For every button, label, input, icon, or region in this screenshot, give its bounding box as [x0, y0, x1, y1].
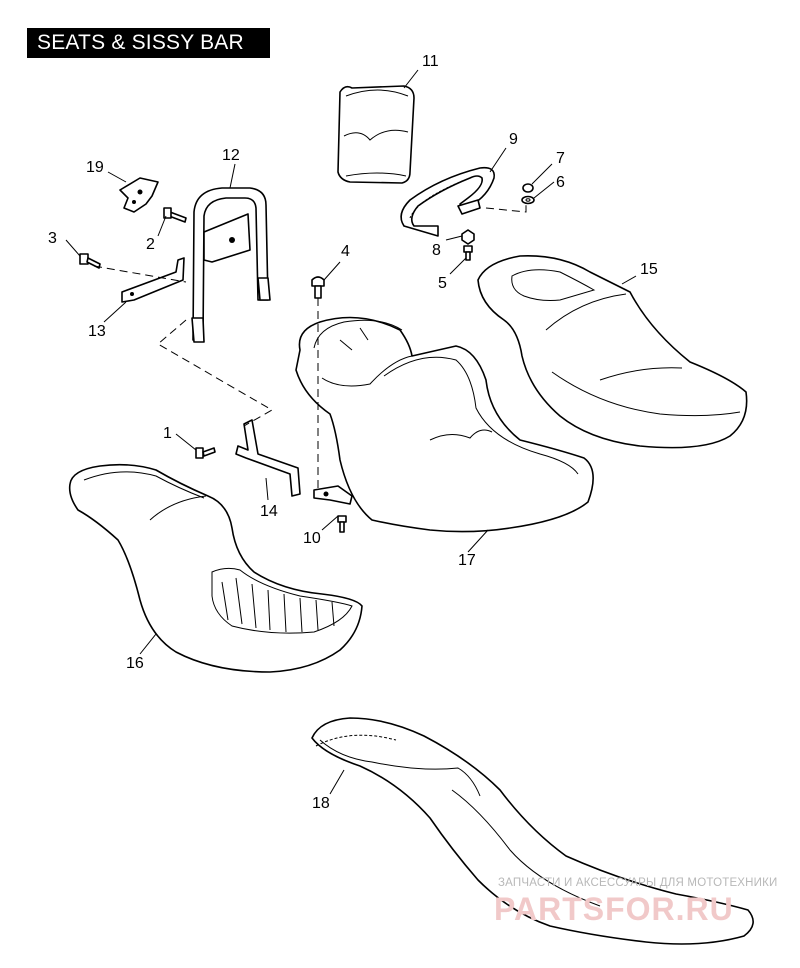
bracket-plate[interactable]	[119, 177, 159, 213]
bracket-14[interactable]	[235, 419, 301, 497]
callout-10: 10	[303, 530, 321, 547]
callout-16: 16	[126, 655, 144, 672]
leader-lines	[65, 69, 637, 795]
callout-5: 5	[438, 275, 447, 292]
watermark-tagline: ЗАПЧАСТИ И АКСЕССУАРЫ ДЛЯ МОТОТЕХНИКИ	[498, 877, 778, 889]
watermark-logo: PARTSFOR.RU	[494, 891, 734, 927]
callout-11: 11	[422, 53, 439, 70]
callout-18: 18	[312, 795, 330, 812]
seat-18[interactable]	[311, 717, 754, 945]
callout-numbers: 1 2 3 4 5 6 7 8 9 10 11 12 13 14 15 16 1…	[48, 53, 658, 812]
callout-17: 17	[458, 552, 476, 569]
callout-2: 2	[146, 236, 155, 253]
callout-7: 7	[556, 150, 565, 167]
callout-8: 8	[432, 242, 441, 259]
callout-12: 12	[222, 147, 240, 164]
screw-4[interactable]	[311, 276, 325, 299]
page-title: SEATS & SISSY BAR	[27, 28, 270, 58]
callout-4: 4	[341, 243, 350, 260]
seat-15[interactable]	[477, 255, 748, 449]
callout-9: 9	[509, 131, 518, 148]
nut-7[interactable]	[522, 183, 534, 193]
callout-6: 6	[556, 174, 565, 191]
screw-5[interactable]	[463, 245, 473, 261]
watermark: ЗАПЧАСТИ И АКСЕССУАРЫ ДЛЯ МОТОТЕХНИКИ PA…	[494, 877, 778, 927]
callout-1: 1	[163, 425, 172, 442]
sissy-bar-upright[interactable]	[191, 187, 271, 343]
screw-1[interactable]	[195, 447, 216, 459]
washer-6[interactable]	[521, 195, 535, 205]
screw-3[interactable]	[79, 253, 101, 269]
callout-3: 3	[48, 230, 57, 247]
bracket-13[interactable]	[121, 257, 185, 303]
screw-2[interactable]	[163, 207, 187, 223]
callout-14: 14	[260, 503, 278, 520]
seat-16[interactable]	[68, 463, 363, 673]
callout-15: 15	[640, 261, 658, 278]
callout-19: 19	[86, 159, 104, 176]
grab-strap[interactable]	[400, 166, 496, 237]
backrest-pad[interactable]	[337, 85, 415, 184]
bracket-10[interactable]	[313, 485, 353, 533]
assembly-lines	[93, 204, 527, 490]
seat-17[interactable]	[295, 316, 594, 533]
nut-8[interactable]	[461, 229, 475, 245]
callout-13: 13	[88, 323, 106, 340]
